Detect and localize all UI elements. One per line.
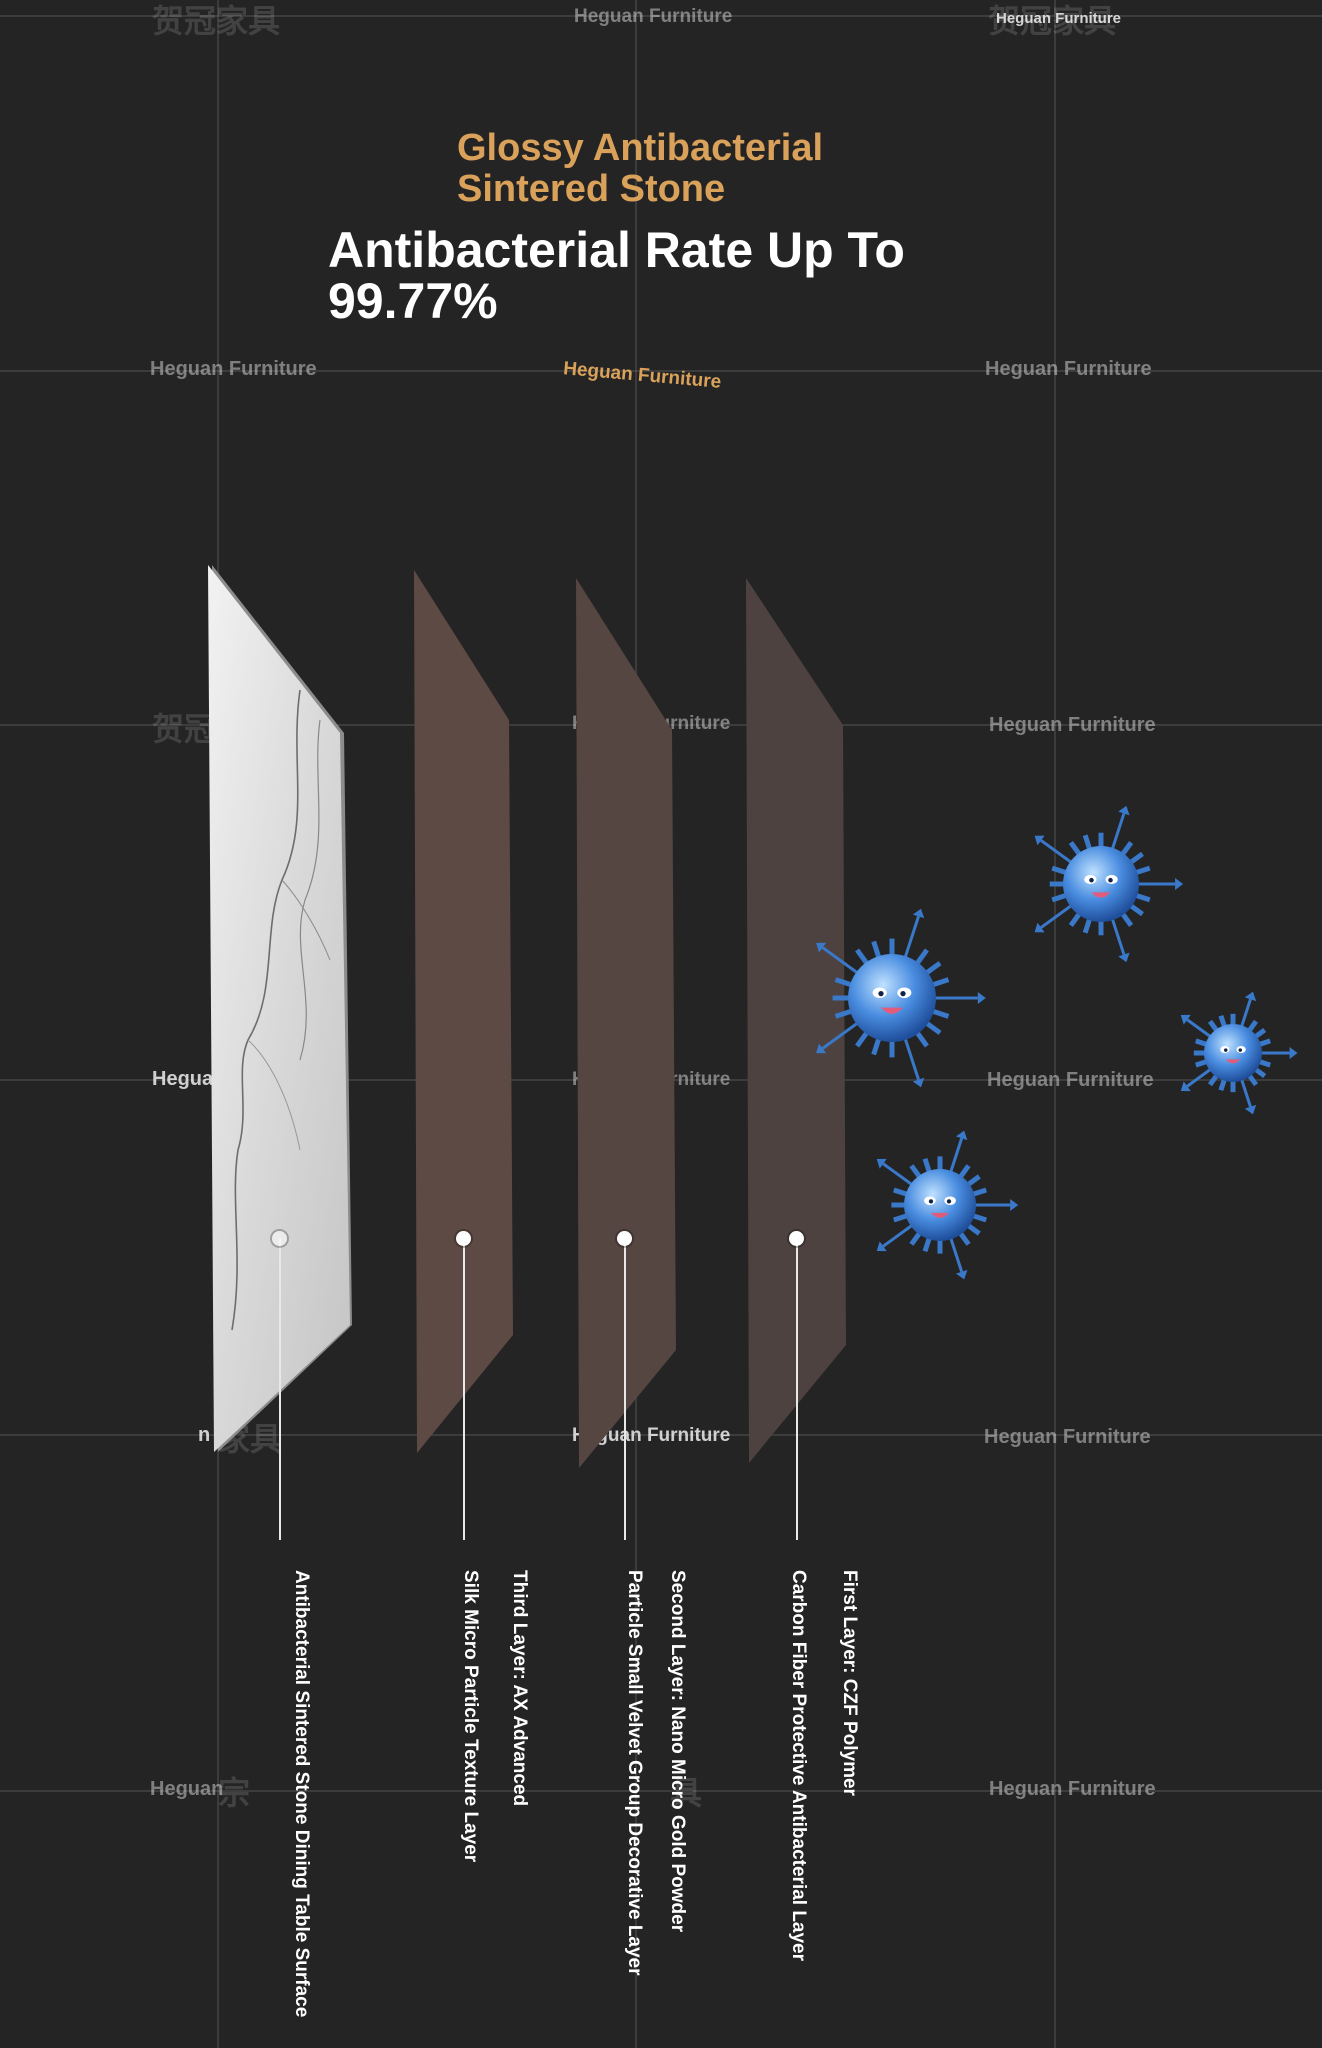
bacteria-icon bbox=[816, 908, 986, 1088]
leader-line-first bbox=[796, 1238, 798, 1540]
grid-line bbox=[0, 15, 1322, 17]
marker-dot-first bbox=[789, 1231, 804, 1246]
layer-panel-second bbox=[576, 578, 676, 1468]
watermark: Heguan Furniture bbox=[989, 714, 1156, 736]
label-first-name: First Layer: CZF Polymer bbox=[839, 1570, 860, 1796]
grid-line bbox=[1054, 0, 1056, 2048]
headline-line1: Antibacterial Rate Up To bbox=[328, 222, 905, 278]
watermark: Heguan Furniture bbox=[150, 358, 317, 380]
bacteria-icon bbox=[1180, 991, 1298, 1115]
watermark: Heguan Furniture bbox=[574, 6, 733, 27]
watermark: Heguan Furniture bbox=[985, 358, 1152, 380]
layer-panel-first bbox=[746, 578, 846, 1463]
watermark-cn: 具 bbox=[670, 1775, 703, 1811]
grid-line bbox=[0, 370, 1322, 372]
watermark: Heguan bbox=[152, 1068, 226, 1090]
headline-line2: 99.77% bbox=[328, 273, 498, 329]
label-first-desc: Carbon Fiber Protective Antibacterial La… bbox=[788, 1570, 809, 1962]
watermark: Heguan Furniture bbox=[996, 10, 1122, 27]
watermark: Heguan Furniture bbox=[572, 1425, 731, 1446]
marker-dot-surface bbox=[272, 1231, 287, 1246]
label-third-name: Third Layer: AX Advanced bbox=[509, 1570, 530, 1807]
marker-dot-third bbox=[456, 1231, 471, 1246]
product-title: Glossy Antibacterial Sintered Stone bbox=[457, 128, 823, 210]
product-title-line2: Sintered Stone bbox=[457, 168, 726, 210]
marker-dot-second bbox=[617, 1231, 632, 1246]
watermark-cn: 宗 bbox=[218, 1775, 251, 1811]
grid-line bbox=[0, 1434, 1322, 1436]
headline: Antibacterial Rate Up To 99.77% bbox=[328, 225, 905, 327]
watermark: n bbox=[198, 1424, 211, 1446]
watermark-cn: 贺冠家具 bbox=[152, 3, 281, 39]
label-third-desc: Silk Micro Particle Texture Layer bbox=[460, 1570, 481, 1863]
watermark: Heguan Furniture bbox=[984, 1426, 1151, 1448]
leader-line-second bbox=[624, 1238, 626, 1540]
product-title-line1: Glossy Antibacterial bbox=[457, 127, 824, 169]
label-second-name: Second Layer: Nano Micro Gold Powder bbox=[667, 1570, 688, 1933]
grid-line bbox=[0, 1790, 1322, 1792]
layer-panel-third bbox=[414, 570, 513, 1453]
leader-line-third bbox=[463, 1238, 465, 1540]
watermark: Heguan bbox=[150, 1778, 224, 1800]
bacteria-icon bbox=[1034, 805, 1184, 963]
bacteria-icon bbox=[876, 1130, 1019, 1280]
label-second-desc: Particle Small Velvet Group Decorative L… bbox=[624, 1570, 645, 1976]
stone-slab bbox=[208, 565, 352, 1452]
watermark: Heguan Furniture bbox=[987, 1069, 1154, 1091]
watermark-cn: 贺冠家具 bbox=[988, 3, 1117, 39]
leader-line-surface bbox=[279, 1238, 281, 1540]
watermark: Heguan Furniture bbox=[989, 1778, 1156, 1800]
label-surface: Antibacterial Sintered Stone Dining Tabl… bbox=[291, 1570, 312, 2018]
